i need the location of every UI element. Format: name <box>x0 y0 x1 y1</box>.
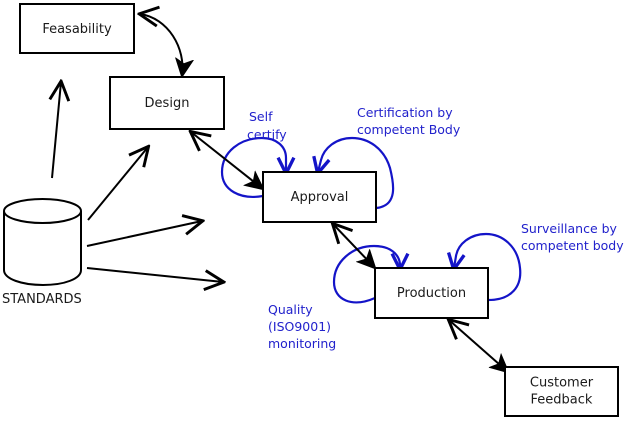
connection-production-customer-feedback <box>449 320 508 372</box>
production-box[interactable] <box>374 267 489 319</box>
standards-cylinder-body[interactable] <box>3 211 82 287</box>
design-label: Design <box>145 96 190 111</box>
quality-line2: (ISO9001) <box>268 319 331 334</box>
connection-standards-production <box>86 267 223 282</box>
annotation-self-certify: Self certify <box>247 109 287 142</box>
approval-box[interactable] <box>262 171 377 223</box>
connection-design-approval <box>191 132 263 189</box>
connection-standards-feasability <box>52 82 61 179</box>
customer-feedback-label-line1: Customer <box>530 376 594 391</box>
standards-label: STANDARDS <box>2 292 82 307</box>
customer-feedback-box[interactable] <box>504 366 619 417</box>
quality-line3: monitoring <box>268 336 336 351</box>
annotation-certification: Certification by competent Body <box>357 105 461 137</box>
design-box[interactable] <box>109 76 225 130</box>
quality-line1: Quality <box>268 302 313 317</box>
annotation-surveillance: Surveillance by competent body <box>521 221 624 253</box>
approval-label: Approval <box>291 190 349 205</box>
connection-design-feasability <box>140 14 183 76</box>
connection-standards-approval <box>86 221 202 247</box>
certification-line2: competent Body <box>357 122 461 137</box>
feasability-box[interactable] <box>19 3 135 54</box>
node-customer-feedback[interactable]: Customer Feedback <box>504 366 619 417</box>
node-production[interactable]: Production <box>374 267 489 319</box>
standards-cylinder-top[interactable] <box>3 198 82 224</box>
surveillance-line1: Surveillance by <box>521 221 618 236</box>
self-certify-line1: Self <box>249 109 273 124</box>
node-design[interactable]: Design <box>109 76 225 130</box>
certification-loop <box>318 136 395 210</box>
production-label: Production <box>397 286 466 301</box>
node-approval[interactable]: Approval <box>262 171 377 223</box>
annotation-quality: Quality (ISO9001) monitoring <box>268 302 336 351</box>
surveillance-loop <box>454 232 522 302</box>
surveillance-line2: competent body <box>521 238 624 253</box>
connection-approval-production <box>333 224 375 268</box>
connection-standards-design <box>87 147 148 221</box>
feasability-label: Feasability <box>42 22 112 37</box>
node-feasability[interactable]: Feasability <box>19 3 135 54</box>
self-certify-line2: certify <box>247 127 287 142</box>
node-standards[interactable]: STANDARDS <box>2 198 82 307</box>
certification-line1: Certification by <box>357 105 453 120</box>
customer-feedback-label-line2: Feedback <box>531 393 593 408</box>
